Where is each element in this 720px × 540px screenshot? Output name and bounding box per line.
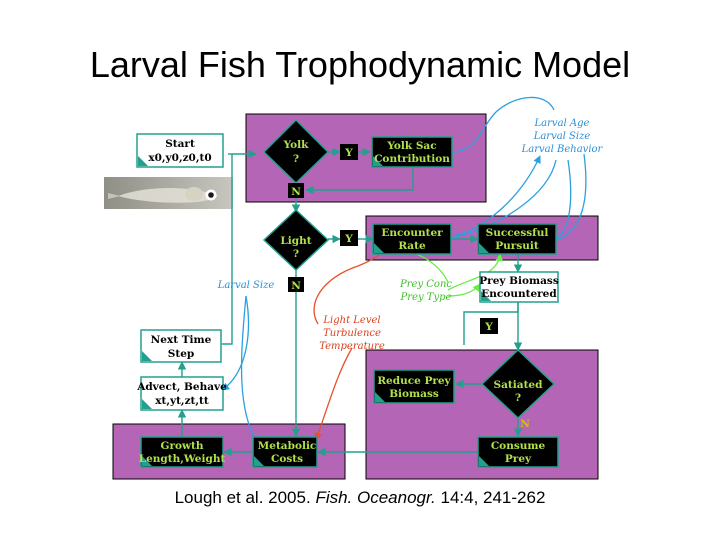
satiated-decision-diamond xyxy=(480,348,556,420)
larval-fish-photo xyxy=(104,177,233,209)
slide-title: Larval Fish Trophodynamic Model xyxy=(89,44,631,85)
metabolic-label-1: Metabolic xyxy=(258,440,317,452)
yolk-sac-label-2: Contribution xyxy=(374,153,450,165)
growth-label-2: Length,Weight xyxy=(139,453,226,465)
light-decision-label-1: Light xyxy=(280,235,311,247)
reduce-prey-label-2: Biomass xyxy=(389,388,439,400)
metabolic-costs-node: Metabolic Costs xyxy=(252,436,318,468)
growth-label-1: Growth xyxy=(160,440,203,452)
pursuit-label-2: Pursuit xyxy=(495,240,539,252)
growth-node: Growth Length,Weight xyxy=(139,436,226,468)
light-no-box xyxy=(288,277,304,292)
advect-label-2: xt,yt,zt,tt xyxy=(155,395,209,407)
next-time-step-node: Next Time Step xyxy=(140,329,222,363)
light-yes-box xyxy=(340,230,358,246)
yolk-no-label: N xyxy=(291,186,301,198)
yolk-decision-label-2: ? xyxy=(293,153,299,165)
advect-label-1: Advect, Behave xyxy=(136,381,227,393)
prey-biomass-label-2: Encountered xyxy=(481,288,557,300)
light-decision-label-2: ? xyxy=(293,248,299,260)
larval-behavior-note: Larval Behavior xyxy=(521,144,604,155)
yolk-no-box xyxy=(288,183,304,198)
light-yes-label: Y xyxy=(344,233,353,245)
larval-size-side-note: Larval Size xyxy=(217,280,275,291)
prey-type-note: Prey Type xyxy=(400,292,452,303)
biomass-yes-box xyxy=(480,318,498,334)
citation-authors: Lough et al. 2005. xyxy=(174,488,311,507)
prey-conc-note: Prey Conc xyxy=(399,279,452,290)
encounter-label-1: Encounter xyxy=(381,227,443,239)
larval-size-note: Larval Size xyxy=(533,131,591,142)
light-no-label: N xyxy=(291,280,301,292)
temperature-note: Temperature xyxy=(319,341,385,352)
reduce-prey-biomass-node: Reduce Prey Biomass xyxy=(373,369,455,404)
satiated-decision-label-2: ? xyxy=(515,392,521,404)
citation-ref: 14:4, 241-262 xyxy=(440,488,546,507)
yolk-decision-label-1: Yolk xyxy=(283,139,310,151)
light-decision-diamond xyxy=(262,208,330,272)
biomass-yes-label: Y xyxy=(484,321,493,333)
turbulence-note: Turbulence xyxy=(323,328,381,339)
satiated-no-label: N xyxy=(520,418,530,430)
citation: Lough et al. 2005. Fish. Oceanogr. 14:4,… xyxy=(0,488,720,508)
encounter-rate-node: Encounter Rate xyxy=(372,223,452,255)
next-step-label-2: Step xyxy=(168,348,194,360)
yolk-sac-contribution-node: Yolk Sac Contribution xyxy=(371,136,453,168)
advect-behave-node: Advect, Behave xt,yt,zt,tt xyxy=(136,376,227,411)
prey-biomass-node: Prey Biomass Encountered xyxy=(479,271,559,303)
larval-age-note: Larval Age xyxy=(534,118,590,129)
start-label-1: Start xyxy=(165,138,195,150)
yolk-yes-box xyxy=(340,144,358,160)
consume-label-2: Prey xyxy=(505,453,532,465)
light-level-note: Light Level xyxy=(322,315,380,326)
yolk-yes-label: Y xyxy=(344,147,353,159)
reduce-prey-label-1: Reduce Prey xyxy=(377,375,451,387)
consume-label-1: Consume xyxy=(491,440,546,452)
next-step-label-1: Next Time xyxy=(151,334,212,346)
consume-prey-node: Consume Prey xyxy=(477,436,559,468)
start-node: Start x0,y0,z0,t0 xyxy=(136,133,224,168)
encounter-label-2: Rate xyxy=(398,240,426,252)
yolk-sac-label-1: Yolk Sac xyxy=(386,140,436,152)
successful-pursuit-node: Successful Pursuit xyxy=(477,223,557,255)
citation-journal: Fish. Oceanogr. xyxy=(315,488,436,507)
start-label-2: x0,y0,z0,t0 xyxy=(148,152,211,164)
metabolic-label-2: Costs xyxy=(271,453,303,465)
satiated-decision-label-1: Satiated xyxy=(494,379,544,391)
pursuit-label-1: Successful xyxy=(486,227,549,239)
prey-biomass-label-1: Prey Biomass xyxy=(479,275,559,287)
